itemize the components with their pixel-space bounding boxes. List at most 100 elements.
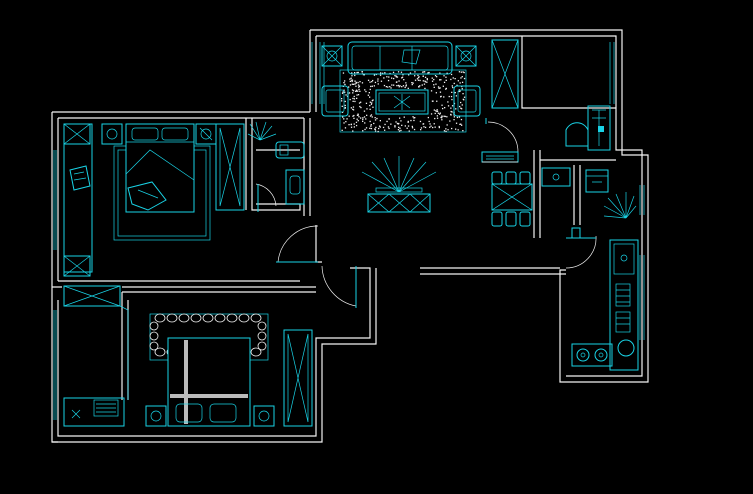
- rug-speck: [344, 104, 346, 107]
- rug-motif: [250, 313, 262, 323]
- rug-speck: [344, 83, 346, 86]
- shower-icon: [603, 192, 637, 219]
- rug-texture: [341, 71, 466, 133]
- rug-speck: [352, 106, 355, 108]
- rug-speck: [422, 123, 424, 125]
- rug-speck: [343, 118, 345, 120]
- rug-speck: [350, 107, 352, 109]
- rug-speck: [356, 94, 358, 96]
- rug-speck: [391, 77, 393, 79]
- rug-speck: [443, 96, 445, 98]
- rug-speck: [359, 90, 361, 92]
- rug-speck: [409, 72, 412, 74]
- rug-speck: [352, 97, 354, 100]
- rug-speck: [457, 80, 459, 82]
- rug-speck: [463, 71, 465, 74]
- rug-speck: [389, 86, 391, 88]
- sink-basin: [613, 243, 635, 275]
- rug-speck: [398, 86, 400, 88]
- rug-speck: [436, 100, 438, 102]
- rug-speck: [354, 74, 356, 77]
- rug-speck: [363, 116, 366, 118]
- rug-speck: [357, 81, 359, 84]
- rug-speck: [414, 117, 416, 119]
- rug-speck: [462, 71, 464, 73]
- rug-speck: [420, 129, 422, 131]
- rug-speck: [447, 105, 450, 107]
- rug-speck: [440, 79, 442, 81]
- rug-speck: [403, 79, 405, 81]
- rug-speck: [463, 77, 466, 80]
- rug-speck: [358, 116, 360, 118]
- rug-speck: [370, 103, 373, 105]
- rug-speck: [451, 98, 453, 101]
- rug-speck: [460, 107, 462, 109]
- rug-speck: [445, 79, 447, 81]
- rug-speck: [394, 126, 396, 128]
- rug-speck: [374, 81, 377, 84]
- rug-speck: [448, 95, 450, 98]
- rug-speck: [372, 79, 374, 82]
- rug-speck: [414, 75, 416, 77]
- rug-speck: [398, 130, 401, 132]
- rug-speck: [424, 81, 427, 83]
- rug-speck: [387, 79, 390, 82]
- rug-motif: [190, 313, 202, 323]
- rug-speck: [393, 84, 395, 86]
- tv-light-icon: [361, 156, 437, 193]
- rug-speck: [365, 90, 367, 93]
- rug-speck: [388, 76, 390, 78]
- walls: [51, 29, 649, 443]
- rug-speck: [462, 93, 464, 95]
- rug-speck: [430, 90, 433, 92]
- rug-speck: [461, 104, 463, 106]
- rug-speck: [445, 87, 447, 90]
- rug-speck: [348, 115, 350, 117]
- side-table-right: [455, 45, 477, 67]
- rug-speck: [369, 115, 372, 117]
- rug-speck: [342, 91, 344, 93]
- rug-speck: [423, 71, 425, 73]
- rug-speck: [388, 118, 390, 120]
- windows: [53, 42, 645, 420]
- rug-speck: [452, 86, 454, 89]
- shoe-cabinet: [481, 151, 519, 163]
- rug-speck: [355, 85, 357, 87]
- rug-speck: [460, 77, 462, 79]
- rug-speck: [365, 127, 368, 129]
- rug-speck: [353, 123, 355, 125]
- rug-speck: [398, 80, 400, 82]
- rug-speck: [402, 74, 404, 76]
- rug-speck: [354, 83, 356, 85]
- rug-speck: [398, 122, 400, 125]
- rug-speck: [350, 77, 352, 79]
- rug-speck: [407, 120, 409, 123]
- rug-speck: [459, 82, 461, 84]
- study: [63, 285, 129, 427]
- rug-speck: [428, 120, 430, 123]
- rug-speck: [369, 127, 371, 129]
- rug-speck: [436, 76, 438, 78]
- rug-speck: [397, 71, 400, 73]
- rug-speck: [451, 111, 453, 113]
- rug-speck: [446, 124, 448, 126]
- rug-speck: [416, 78, 419, 80]
- rug-speck: [362, 118, 364, 121]
- rug-speck: [372, 99, 374, 101]
- rug-speck: [445, 130, 447, 132]
- rug-speck: [358, 86, 360, 88]
- rug-speck: [356, 97, 358, 99]
- rug-speck: [426, 81, 428, 83]
- rug-speck: [396, 85, 398, 87]
- rug-speck: [444, 107, 446, 109]
- rug-speck: [360, 106, 362, 109]
- rug-speck: [435, 83, 437, 85]
- rug-speck: [443, 130, 446, 132]
- wash-basin: [565, 122, 589, 147]
- rug-speck: [352, 108, 354, 110]
- rug-speck: [341, 129, 343, 131]
- rug-speck: [341, 105, 343, 107]
- dining-chair: [519, 171, 531, 185]
- rug-speck: [442, 85, 444, 87]
- rug-speck: [353, 126, 355, 128]
